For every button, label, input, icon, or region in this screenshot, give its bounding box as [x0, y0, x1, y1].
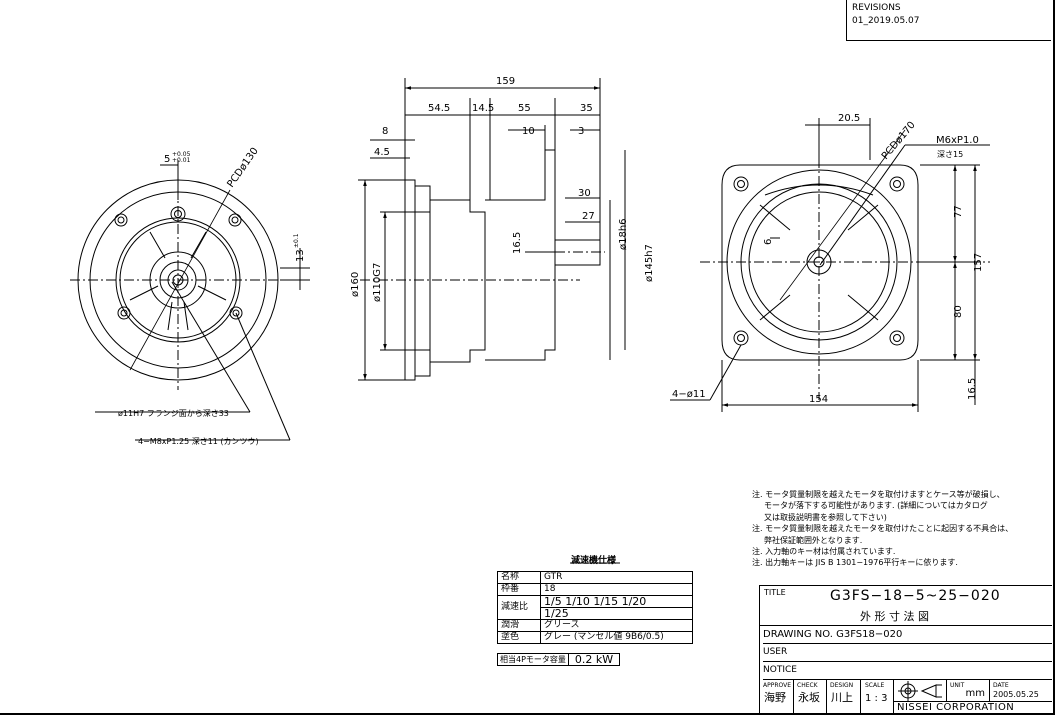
spec-value: グレー (マンセル値 9B6/0.5) [540, 631, 693, 644]
approve-label: APPROVE [763, 682, 792, 689]
spec-key: 減速比 [497, 595, 541, 620]
date-cell: DATE 2005.05.25 [990, 680, 1052, 702]
note-line: 注. モータ質量制限を越えたモータを取付けたことに起因する不具合は、 [752, 524, 1014, 534]
dim-overall: 159 [496, 76, 515, 87]
spec-title: 減速機仕様 [571, 556, 617, 566]
date-value: 2005.05.25 [993, 690, 1039, 699]
drawing-title: G3FS−18−5~25−020 [830, 588, 1001, 604]
dim-5: 5 [164, 154, 170, 165]
notes: 注. モータ質量制限を越えたモータを取付けますとケース等が破損し、 モータが落下… [752, 489, 1013, 569]
date-label: DATE [993, 682, 1009, 689]
projection-symbol-cell [894, 680, 947, 702]
drawing-no: DRAWING NO. G3FS18−020 [763, 626, 1052, 644]
dim-5-lower-tol: +0.01 [172, 157, 191, 164]
dim-phi145: ø145h7 [644, 244, 655, 282]
spec-value: 18 [540, 583, 693, 596]
check-label: CHECK [797, 682, 818, 689]
dim-77: 77 [953, 205, 964, 218]
dim-4-5: 4.5 [374, 147, 390, 158]
dim-6: 6 [763, 239, 774, 245]
note-line: 弊社保証範囲外となります. [764, 535, 863, 545]
note-line: モータが落下する可能性があります. (詳細についてはカタログ [764, 501, 988, 511]
spec-value: GTR [540, 571, 693, 584]
dim-pcd130: PCDø130 [225, 146, 260, 190]
dim-54-5: 54.5 [428, 103, 450, 114]
spec-value: グリース [540, 619, 693, 632]
dim-154: 154 [809, 394, 828, 405]
scale-value: 1 : 3 [865, 693, 888, 704]
design-value: 川上 [831, 691, 853, 704]
dim-27: 27 [582, 211, 595, 222]
approve-cell: APPROVE 海野 [760, 680, 794, 714]
drawing-subtitle: 外 形 寸 法 図 [860, 610, 929, 623]
title-block: TITLE G3FS−18−5~25−020 外 形 寸 法 図 DRAWING… [759, 585, 1052, 714]
note-bore: ø11H7 フランジ面から深さ33 [118, 409, 229, 418]
dim-hole: 4−ø11 [672, 389, 706, 400]
dim-13: 13 [295, 249, 306, 262]
dim-pcd170: PCDø170 [880, 120, 918, 162]
third-angle-projection-icon [898, 681, 942, 701]
unit-value: mm [965, 688, 985, 699]
dimension-labels: 159 54.5 14.5 55 35 8 4.5 10 3 30 27 16.… [118, 76, 984, 446]
revisions-entry: 01_2019.05.07 [852, 16, 920, 26]
design-cell: DESIGN 川上 [827, 680, 861, 714]
spec-key: 枠番 [497, 583, 541, 596]
note-line: 注. 出力軸キーは JIS B 1301−1976平行キーに依ります. [752, 558, 958, 568]
dim-m6-depth: 深さ15 [937, 150, 963, 159]
scale-cell: SCALE 1 : 3 [861, 680, 894, 714]
note-tapped: 4−M8xP1.25 深さ11 (カンツウ) [138, 437, 259, 446]
dim-10: 10 [522, 126, 535, 137]
dim-14-5: 14.5 [472, 103, 494, 114]
spec-key: 名称 [497, 571, 541, 584]
dim-157: 157 [973, 253, 984, 272]
approve-value: 海野 [764, 691, 786, 704]
check-value: 永坂 [798, 691, 820, 704]
spec-key: 塗色 [497, 631, 541, 644]
title-label: TITLE [764, 588, 786, 597]
dim-30: 30 [578, 188, 591, 199]
dim-16-5-b: 16.5 [967, 378, 978, 400]
revisions-box: REVISIONS 01_2019.05.07 [846, 0, 1051, 41]
dim-13-tol: ±0.1 [293, 233, 300, 248]
dim-8: 8 [382, 126, 388, 137]
spec-value: 1/25 [540, 607, 693, 620]
title-cell: TITLE G3FS−18−5~25−020 外 形 寸 法 図 [760, 586, 1052, 626]
spec-value: 1/5 1/10 1/15 1/20 [540, 595, 693, 608]
company-name: NISSEI CORPORATION [897, 702, 1015, 713]
rear-view [670, 118, 990, 412]
notice-row: NOTICE [763, 662, 1052, 680]
dim-55: 55 [518, 103, 531, 114]
dim-phi18: ø18h6 [618, 218, 629, 250]
dim-80: 80 [953, 305, 964, 318]
note-line: 注. 入力軸のキー材は付属されています. [752, 547, 896, 557]
user-row: USER [763, 644, 1052, 662]
dim-phi160: ø160 [350, 272, 361, 297]
dim-m6: M6xP1.0 [936, 135, 979, 146]
spec-key: 相当4Pモータ容量 [497, 653, 569, 666]
note-line: 又は取扱説明書を参照して下さい) [764, 512, 887, 522]
check-cell: CHECK 永坂 [794, 680, 827, 714]
unit-cell: UNIT mm [947, 680, 990, 702]
unit-label: UNIT [950, 682, 965, 689]
dim-phi110: ø110G7 [372, 263, 383, 302]
dim-5-upper-tol: +0.05 [172, 151, 191, 158]
dim-35: 35 [580, 103, 593, 114]
note-line: 注. モータ質量制限を越えたモータを取付けますとケース等が破損し、 [752, 490, 1005, 499]
side-view [358, 78, 626, 381]
scale-label: SCALE [865, 682, 885, 689]
dim-16-5: 16.5 [512, 232, 523, 254]
revisions-title: REVISIONS [852, 3, 901, 13]
spec-value: 0.2 kW [567, 653, 621, 666]
front-view [70, 160, 310, 441]
dim-3: 3 [578, 126, 584, 137]
dim-20-5: 20.5 [838, 113, 860, 124]
spec-key: 潤滑 [497, 619, 541, 632]
design-label: DESIGN [830, 682, 854, 689]
